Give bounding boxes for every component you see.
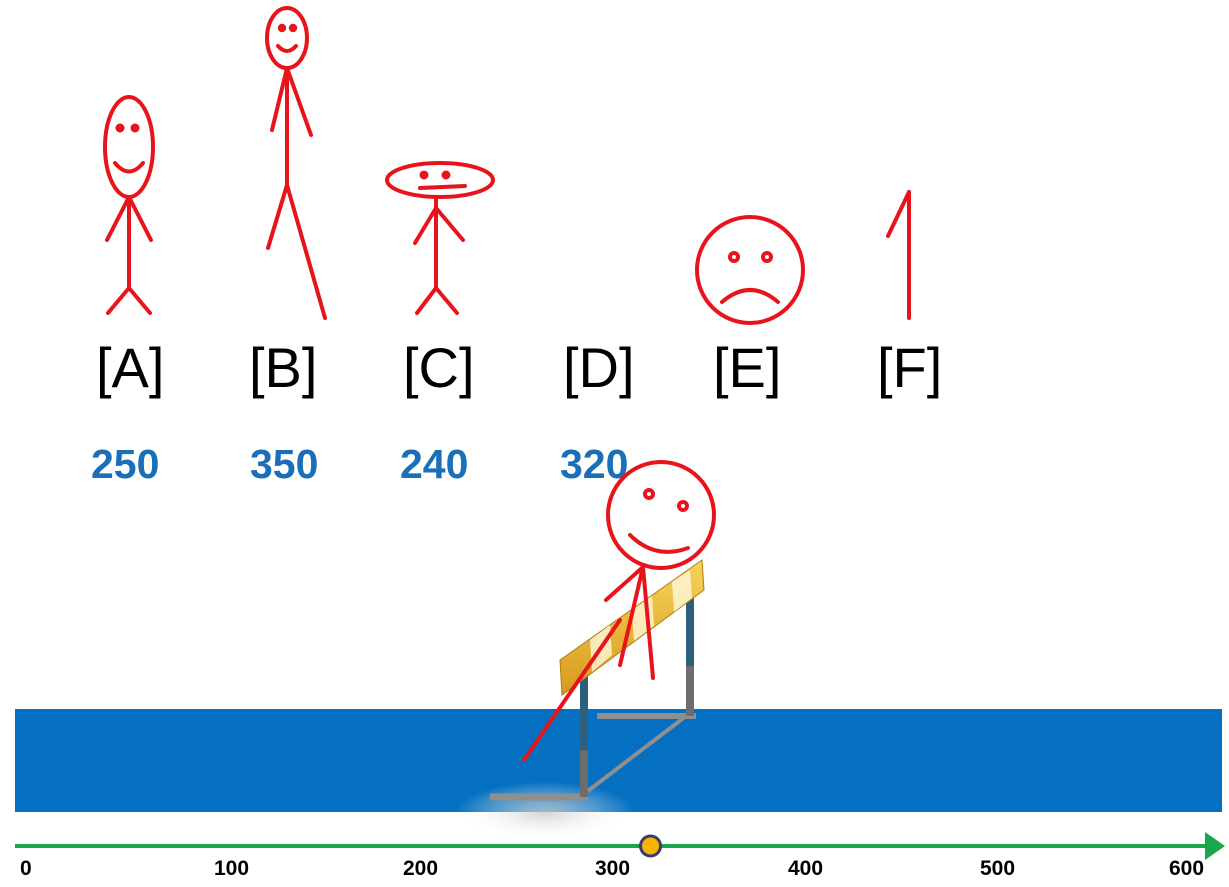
label-b: [B] — [249, 336, 318, 399]
figure-c[interactable] — [385, 161, 495, 315]
figure-f[interactable] — [886, 190, 911, 320]
position-marker[interactable] — [639, 834, 663, 858]
tick-500: 500 — [980, 857, 1016, 880]
tick-400: 400 — [788, 857, 824, 880]
figure-b[interactable] — [265, 6, 327, 320]
tick-100: 100 — [214, 857, 250, 880]
tick-600: 600 — [1169, 857, 1205, 880]
tick-200: 200 — [403, 857, 439, 880]
value-b: 350 — [250, 441, 319, 487]
label-e: [E] — [713, 336, 782, 399]
label-a: [A] — [96, 336, 165, 399]
axis-arrow-icon — [1205, 832, 1225, 860]
jumper-figure[interactable] — [522, 460, 716, 762]
label-f: [F] — [877, 336, 943, 399]
figure-a[interactable] — [103, 95, 155, 315]
label-c: [C] — [403, 336, 475, 399]
figure-e[interactable] — [695, 215, 805, 325]
value-a: 250 — [91, 441, 160, 487]
tick-0: 0 — [20, 857, 32, 880]
label-d: [D] — [563, 336, 635, 399]
value-d: 320 — [560, 441, 629, 487]
tick-300: 300 — [595, 857, 631, 880]
value-c: 240 — [400, 441, 469, 487]
hurdle — [455, 559, 705, 842]
